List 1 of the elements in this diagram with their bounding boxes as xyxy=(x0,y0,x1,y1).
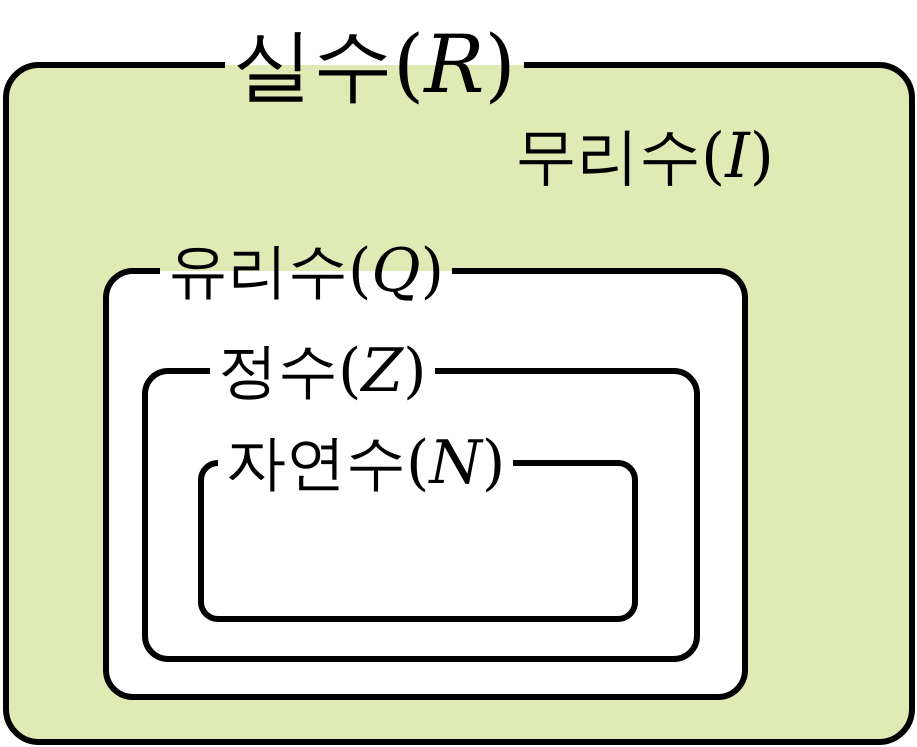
set-label: 무리수(I) xyxy=(515,125,774,187)
